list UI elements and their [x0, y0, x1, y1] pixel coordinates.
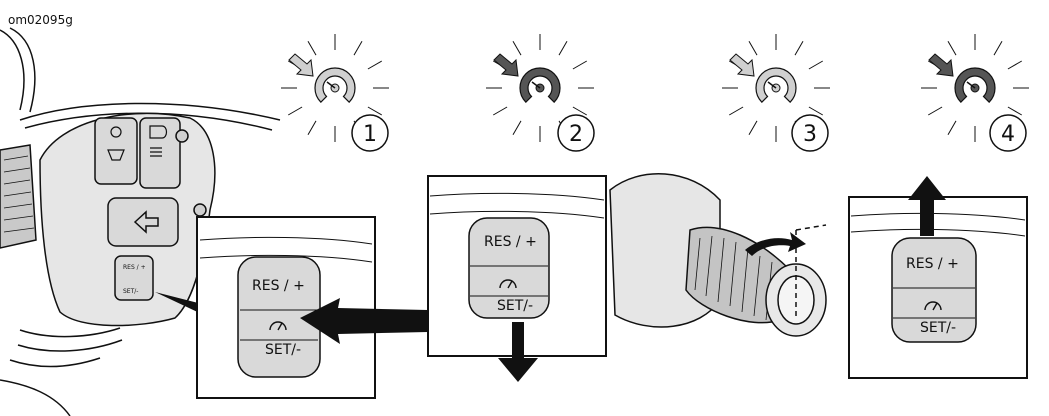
set-label-2: SET/-	[497, 298, 533, 314]
step-number-circle	[557, 114, 595, 152]
cruise-control-indicator-icon	[288, 53, 314, 77]
step-number: 4	[1001, 122, 1015, 147]
res-label-4: RES / +	[906, 256, 959, 272]
res-label-1: RES / +	[252, 278, 305, 294]
push-arrow-icon	[300, 298, 428, 344]
cruise-icon-2	[499, 279, 517, 289]
speedometer-icon	[954, 67, 996, 103]
speedometer-icon	[314, 67, 356, 103]
twist-arrow-icon	[745, 232, 806, 256]
step-number: 3	[803, 122, 817, 147]
cruise-switch-2	[468, 217, 550, 319]
step-number: 1	[363, 122, 377, 147]
up-arrow-icon	[908, 176, 946, 236]
step-number-circle	[791, 114, 829, 152]
indicator-ray	[1007, 106, 1023, 116]
small-cruise-switch	[114, 255, 154, 301]
indicator-ray	[512, 40, 522, 56]
step-number-circle	[351, 114, 389, 152]
down-arrow-icon	[498, 322, 538, 382]
indicator-ray	[1007, 60, 1023, 70]
indicator-ray	[512, 120, 522, 136]
cruise-indicator-step-2: 2	[486, 34, 595, 152]
indicator-ray	[808, 106, 824, 116]
speedometer-icon	[519, 67, 561, 103]
inset-step-1: RES / + SET/-	[196, 216, 428, 399]
cruise-indicator-step-3: 3	[722, 34, 830, 152]
set-label-4: SET/-	[920, 320, 956, 336]
indicator-ray	[287, 106, 303, 116]
indicator-ray	[927, 106, 943, 116]
indicator-ray	[794, 40, 804, 56]
indicator-ray	[367, 60, 383, 70]
headlamp-icon	[149, 125, 168, 157]
hazard-switch	[107, 197, 179, 247]
indicator-ray	[572, 106, 588, 116]
indicator-ray	[572, 60, 588, 70]
cruise-icon-4	[924, 301, 942, 311]
hazard-arrow-icon	[133, 210, 159, 234]
step-number-circle	[989, 114, 1027, 152]
cruise-icon-1	[269, 321, 287, 331]
indicator-ray	[808, 60, 824, 70]
horn-icon	[107, 126, 125, 161]
cruise-indicator-step-4: 4	[921, 34, 1029, 152]
indicator-ray	[353, 40, 363, 56]
indicator-ray	[492, 106, 508, 116]
inset-step-4: RES / + SET/-	[848, 176, 1028, 379]
indicator-ray	[947, 120, 957, 136]
inset-step-2: RES / + SET/-	[427, 175, 607, 382]
throttle-grip-assembly	[609, 173, 827, 337]
indicator-ray	[748, 120, 758, 136]
cruise-control-indicator-icon	[493, 53, 519, 77]
cruise-control-indicator-icon	[928, 53, 954, 77]
set-label-1: SET/-	[265, 342, 301, 358]
indicator-ray	[558, 40, 568, 56]
indicator-ray	[993, 40, 1003, 56]
indicator-ray	[307, 120, 317, 136]
speedometer-icon	[755, 67, 797, 103]
figure-code: om02095g	[8, 13, 73, 27]
indicator-ray	[367, 106, 383, 116]
indicator-row: 1 2 3 4	[281, 34, 1029, 152]
indicator-ray	[728, 106, 744, 116]
cruise-indicator-step-1: 1	[281, 34, 389, 152]
left-handlebar-assembly	[0, 27, 281, 416]
left-grip	[0, 144, 37, 249]
cruise-control-indicator-icon	[729, 53, 755, 77]
horn-switch	[94, 117, 138, 185]
step-number: 2	[569, 122, 583, 147]
res-label-2: RES / +	[484, 234, 537, 250]
small-set-label: SET/-	[123, 288, 138, 295]
headlamp-switch	[139, 117, 181, 189]
indicator-ray	[307, 40, 317, 56]
indicator-ray	[748, 40, 758, 56]
indicator-ray	[947, 40, 957, 56]
small-res-label: RES / +	[123, 264, 146, 271]
cruise-switch-4	[891, 237, 977, 343]
